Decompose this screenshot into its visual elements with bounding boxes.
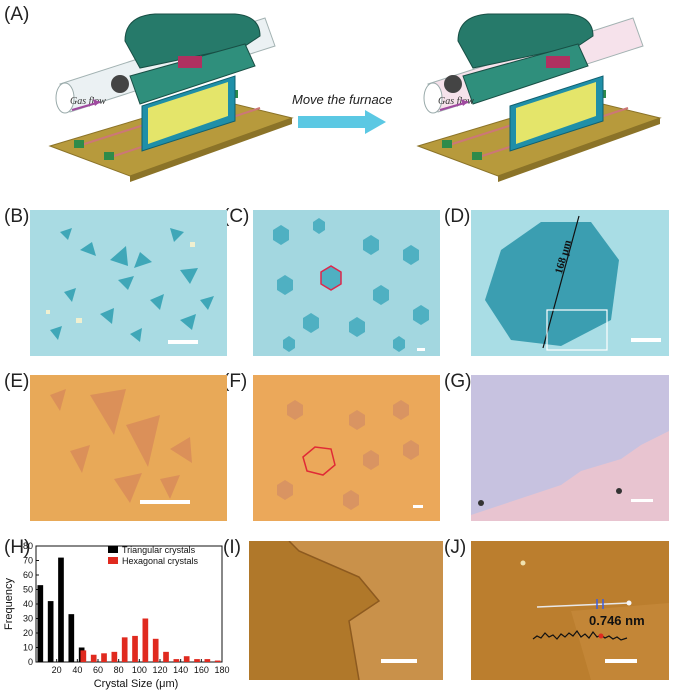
furnace-setup-before: Gas flow xyxy=(48,13,294,182)
x-tick-label: 140 xyxy=(173,665,188,675)
scale-bar xyxy=(168,340,198,344)
x-axis-label: Crystal Size (μm) xyxy=(94,678,179,690)
y-tick-label: 40 xyxy=(23,599,33,609)
x-tick-label: 180 xyxy=(214,665,229,675)
panel-e-micrograph xyxy=(30,375,227,521)
cvd-setup-illustration: Gas flow Move the furnace Gas flow xyxy=(48,13,662,182)
x-tick-label: 40 xyxy=(72,665,82,675)
bar-hexagonal xyxy=(152,638,159,662)
bar-hexagonal xyxy=(183,656,190,662)
hexagonal-crystals-image xyxy=(273,218,429,352)
x-tick-label: 160 xyxy=(194,665,209,675)
panel-label-i: (I) xyxy=(223,537,241,558)
legend-swatch-hexagonal xyxy=(108,557,118,564)
x-tick-label: 120 xyxy=(152,665,167,675)
bar-hexagonal xyxy=(214,660,221,662)
highlight-hexagon xyxy=(320,265,342,291)
y-tick-label: 0 xyxy=(28,657,33,667)
scale-bar xyxy=(413,505,423,508)
scale-bar xyxy=(605,659,637,663)
y-axis-label: Frequency xyxy=(3,578,15,630)
panel-h-histogram: 0 10 20 30 40 50 60 70 80 20 40 60 80 100 120 140 160 180… xyxy=(0,540,232,690)
y-tick-label: 50 xyxy=(23,585,33,595)
x-tick-label: 80 xyxy=(114,665,124,675)
x-tick-label: 60 xyxy=(93,665,103,675)
panel-label-a: (A) xyxy=(4,4,30,25)
legend-label-triangular: Triangular crystals xyxy=(122,545,196,555)
hexagonal-crystals-substrate-image xyxy=(277,400,423,510)
afm-height-profile-image xyxy=(520,560,669,680)
panel-label-b: (B) xyxy=(4,206,30,227)
panel-f-micrograph xyxy=(253,375,440,521)
scale-bar xyxy=(417,348,425,351)
legend: Triangular crystals Hexagonal crystals xyxy=(108,545,199,566)
y-tick-label: 80 xyxy=(23,541,33,551)
panel-b-micrograph xyxy=(30,210,227,356)
bar-hexagonal xyxy=(101,653,107,662)
panel-c-micrograph xyxy=(253,210,440,356)
bar-hexagonal xyxy=(80,650,87,662)
furnace-setup-after: Gas flow xyxy=(416,13,662,182)
gas-flow-label-left: Gas flow xyxy=(70,96,106,107)
measure-line xyxy=(542,215,580,349)
film-edge-image xyxy=(471,431,669,521)
zoom-box xyxy=(546,309,608,351)
afm-topography-image xyxy=(288,541,443,680)
triangular-crystals-substrate-image xyxy=(50,389,192,504)
y-tick-label: 60 xyxy=(23,570,33,580)
y-tick-label: 30 xyxy=(23,614,33,624)
panel-label-h: (H) xyxy=(4,537,31,558)
bar-hexagonal xyxy=(163,651,169,662)
move-arrow-icon xyxy=(298,110,386,134)
y-tick-label: 20 xyxy=(23,628,33,638)
scale-bar xyxy=(140,500,190,504)
scale-bar xyxy=(381,659,417,663)
bar-hexagonal xyxy=(194,659,200,662)
x-tick-label: 20 xyxy=(52,665,62,675)
panel-label-f: (F) xyxy=(223,371,248,392)
gas-flow-label-right: Gas flow xyxy=(438,96,474,107)
bar-hexagonal xyxy=(111,651,118,662)
bar-triangular xyxy=(68,614,75,662)
bar-hexagonal xyxy=(173,659,180,662)
triangular-crystals-image xyxy=(46,228,214,344)
large-crystal-image xyxy=(485,215,661,351)
bar-triangular xyxy=(58,557,64,662)
bar-hexagonal xyxy=(132,635,138,662)
crystal-size-histogram: 0 10 20 30 40 50 60 70 80 20 40 60 80 100 120 140 160 180… xyxy=(3,541,230,690)
bar-triangular xyxy=(47,601,54,662)
highlight-hexagon xyxy=(302,446,336,476)
panel-label-j: (J) xyxy=(444,537,467,558)
panel-label-c: (C) xyxy=(223,206,250,227)
panel-j-afm: 0.746 nm xyxy=(471,541,669,680)
legend-label-hexagonal: Hexagonal crystals xyxy=(122,556,199,566)
y-tick-label: 10 xyxy=(23,643,33,653)
y-tick-label: 70 xyxy=(23,556,33,566)
bar-hexagonal xyxy=(90,654,97,662)
panel-label-g: (G) xyxy=(444,371,472,392)
bar-hexagonal xyxy=(142,618,149,662)
panel-g-micrograph xyxy=(471,375,669,521)
move-furnace-label: Move the furnace xyxy=(292,92,392,107)
bar-hexagonal xyxy=(204,659,211,662)
x-tick-label: 100 xyxy=(132,665,147,675)
scale-bar xyxy=(631,499,653,502)
panel-d-micrograph: 168 μm xyxy=(471,210,669,356)
profile-line xyxy=(536,602,630,608)
panel-a-schematic: Gas flow Move the furnace Gas flow xyxy=(30,6,670,196)
panel-label-e: (E) xyxy=(4,371,30,392)
legend-swatch-triangular xyxy=(108,546,118,553)
panel-label-d: (D) xyxy=(444,206,471,227)
panel-i-afm xyxy=(249,541,443,680)
step-height-label: 0.746 nm xyxy=(589,613,645,628)
scale-bar xyxy=(631,338,661,342)
bar-triangular xyxy=(37,585,44,662)
height-profile-trace xyxy=(532,629,628,641)
bar-hexagonal xyxy=(121,637,128,662)
